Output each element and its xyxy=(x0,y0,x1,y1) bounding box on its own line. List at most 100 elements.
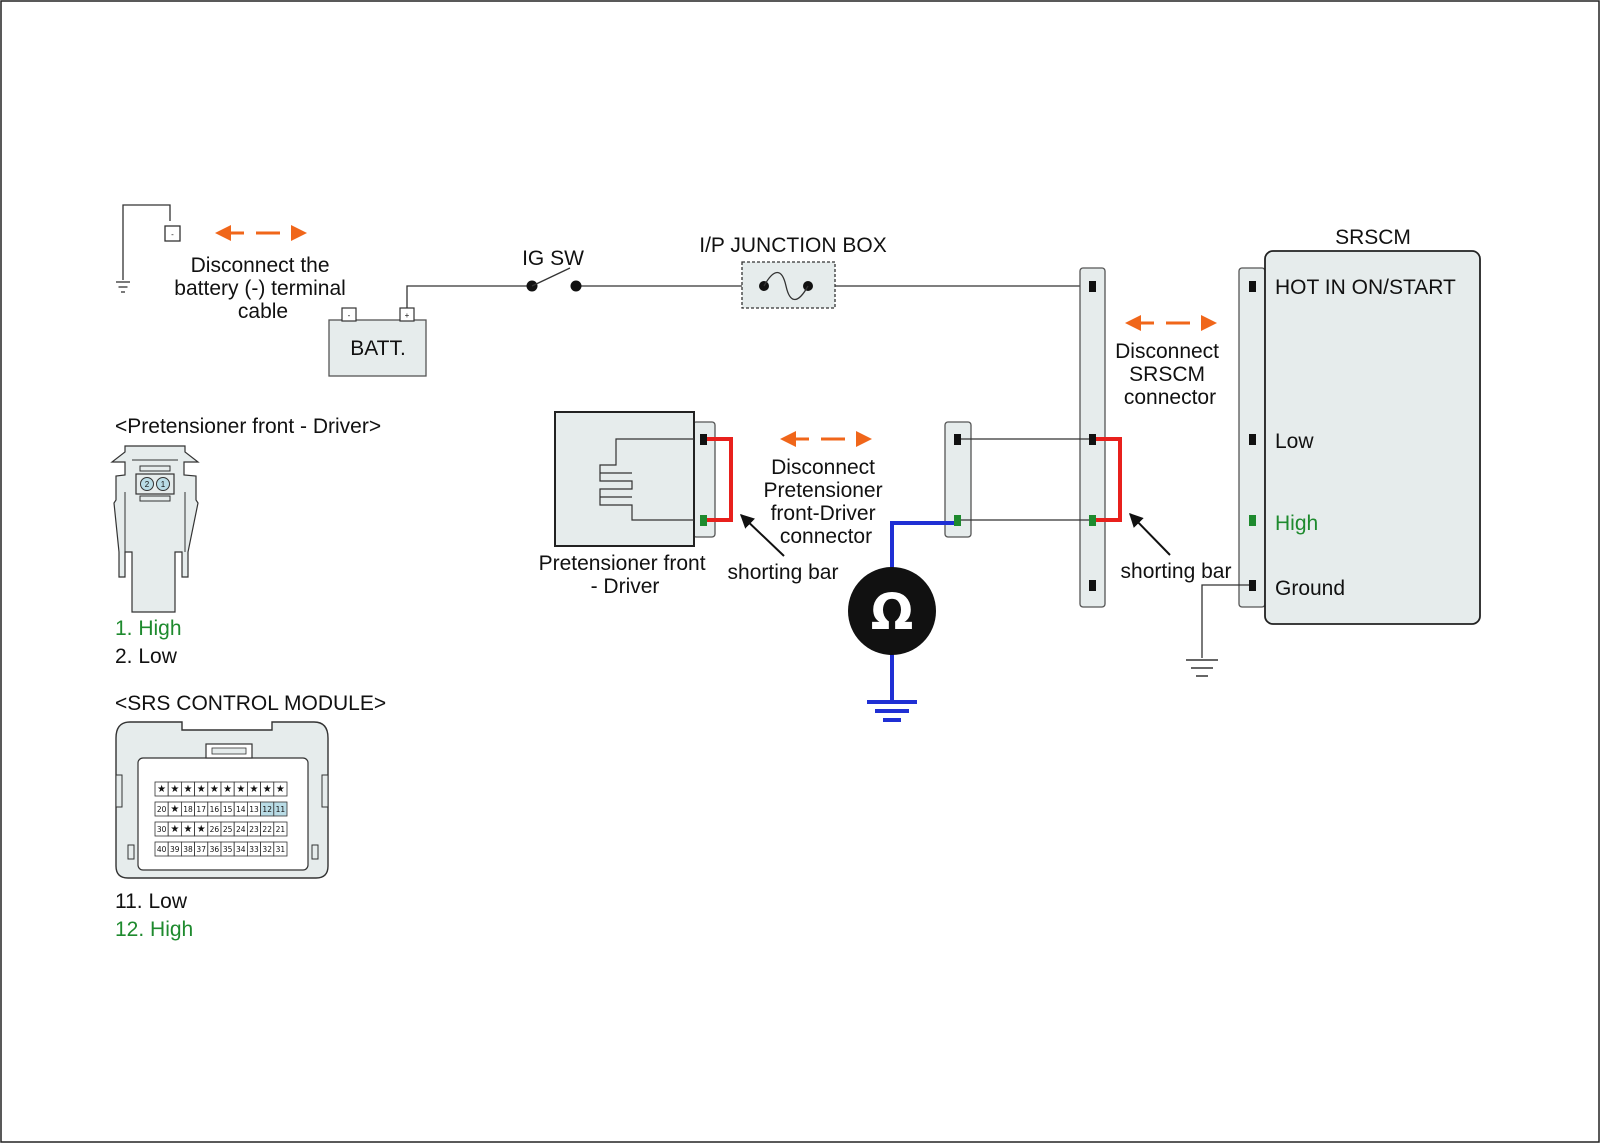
legend-pin-text: 11. Low xyxy=(115,890,188,913)
meter-lead xyxy=(890,521,954,570)
srs-cavity-label: ★ xyxy=(263,784,272,795)
ground-symbol xyxy=(867,700,917,722)
shorting-bar-label: shorting bar xyxy=(728,561,839,584)
terminal-minus-label: - xyxy=(171,230,174,239)
harness-pin xyxy=(1089,281,1096,292)
srs-cavity-label: 25 xyxy=(223,825,233,834)
shorting-bar xyxy=(1096,437,1122,522)
srs-cavity-label: ★ xyxy=(184,824,193,835)
pointer-arrow xyxy=(739,514,785,557)
srs-cavity-label: ★ xyxy=(276,784,285,795)
srs-cavity-label: 12 xyxy=(262,805,272,814)
srs-cavity-label: 37 xyxy=(196,845,206,854)
srscm-pin xyxy=(1249,281,1256,292)
srs-cavity-label: ★ xyxy=(170,824,179,835)
srs-cavity-label: 38 xyxy=(183,845,193,854)
pretensioner-disconnect-note: Disconnect Pretensioner front-Driver con… xyxy=(764,456,889,548)
srscm-module xyxy=(1264,250,1481,625)
srs-cavity-label: 11 xyxy=(276,805,286,814)
ground-symbol xyxy=(1186,584,1249,677)
srs-cavity-label: 14 xyxy=(236,805,246,814)
junction-box-label: I/P JUNCTION BOX xyxy=(699,234,886,257)
srscm-pin-label: HOT IN ON/START xyxy=(1275,276,1456,299)
double-arrow-icon xyxy=(215,225,307,241)
srscm-disconnect-note: Disconnect SRSCM connector xyxy=(1115,340,1225,409)
double-arrow-icon xyxy=(1125,315,1217,331)
srs-cavity-label: 31 xyxy=(276,845,286,854)
srs-legend-title: <SRS CONTROL MODULE> xyxy=(115,692,386,715)
junction-box-fuse: I/P JUNCTION BOX xyxy=(699,234,887,309)
srs-cavity xyxy=(273,781,288,797)
srs-cavity-label: 13 xyxy=(249,805,259,814)
ohmmeter-icon: Ω xyxy=(848,567,936,655)
cavity-label: 1 xyxy=(161,480,166,489)
legend-pin-text: 2. Low xyxy=(115,645,178,668)
double-arrow-icon xyxy=(780,431,872,447)
pretensioner-label: Pretensioner front - Driver xyxy=(539,552,712,598)
srs-cavity xyxy=(273,841,288,857)
srscm-pin xyxy=(1249,515,1256,526)
supply-wire xyxy=(406,285,532,308)
shorting-bar xyxy=(707,437,733,522)
middle-connector xyxy=(944,421,972,538)
srs-cavity-label: ★ xyxy=(197,824,206,835)
srs-cavity-label: 40 xyxy=(157,845,167,854)
pretensioner-connector-face: 2 1 xyxy=(110,445,200,613)
legend-pin-text: 12. High xyxy=(115,918,193,941)
srs-cavity-label: 24 xyxy=(236,825,246,834)
srs-cavity-label: 15 xyxy=(223,805,233,814)
pretensioner-pin xyxy=(700,515,707,526)
middle-connector-pin xyxy=(954,434,961,445)
srscm-pin-label: High xyxy=(1275,512,1318,535)
srs-cavity-label: 21 xyxy=(276,825,286,834)
srs-cavity-label: 17 xyxy=(196,805,206,814)
legend-pin-text: 1. High xyxy=(115,617,182,640)
pretensioner-legend-title: <Pretensioner front - Driver> xyxy=(115,415,381,438)
srs-cavity-label: ★ xyxy=(170,784,179,795)
battery-minus-label: - xyxy=(348,311,351,320)
srs-cavity-label: ★ xyxy=(170,804,179,815)
srs-cavity-label: 26 xyxy=(210,825,220,834)
ignition-switch: IG SW xyxy=(522,247,584,292)
pointer-arrow xyxy=(1129,512,1171,556)
srs-cavity-label: ★ xyxy=(210,784,219,795)
srs-cavity-label: 22 xyxy=(262,825,272,834)
middle-connector-pin xyxy=(954,515,961,526)
srs-cavity-label: 18 xyxy=(183,805,193,814)
srs-cavity-label: 36 xyxy=(210,845,220,854)
srs-cavity-label: ★ xyxy=(184,784,193,795)
battery-disconnect-note: Disconnect the battery (-) terminal cabl… xyxy=(174,254,351,323)
srs-cavity-label: 33 xyxy=(249,845,259,854)
srs-cavity-label: ★ xyxy=(197,784,206,795)
srs-cavity-label: 39 xyxy=(170,845,180,854)
ohm-symbol: Ω xyxy=(871,583,914,641)
srs-cavity-label: ★ xyxy=(223,784,232,795)
srs-cavity xyxy=(273,821,288,837)
srs-cavity-label: 34 xyxy=(236,845,246,854)
srs-cavity-label: 16 xyxy=(210,805,220,814)
battery-label: BATT. xyxy=(350,337,406,360)
shorting-bar-label: shorting bar xyxy=(1121,560,1232,583)
srs-cavity-label: ★ xyxy=(236,784,245,795)
srs-cavity-label: 32 xyxy=(262,845,272,854)
srs-cavity-label: 20 xyxy=(157,805,167,814)
harness-pin xyxy=(1089,515,1096,526)
srs-cavity-label: 30 xyxy=(157,825,167,834)
harness-pin xyxy=(1089,580,1096,591)
srscm-pin xyxy=(1249,434,1256,445)
pretensioner-inner-shape xyxy=(599,438,694,521)
srs-cavity-label: ★ xyxy=(157,784,166,795)
battery-plus-label: + xyxy=(405,311,410,320)
srs-cavity-label: ★ xyxy=(250,784,259,795)
srscm-pin xyxy=(1249,580,1256,591)
cavity-label: 2 xyxy=(145,480,150,489)
srscm-title: SRSCM xyxy=(1335,226,1411,249)
srscm-pin-label: Ground xyxy=(1275,577,1345,600)
battery-terminal-disconnect: - xyxy=(116,204,181,293)
srs-cavity-label: 23 xyxy=(249,825,259,834)
srs-cavity xyxy=(273,801,288,817)
